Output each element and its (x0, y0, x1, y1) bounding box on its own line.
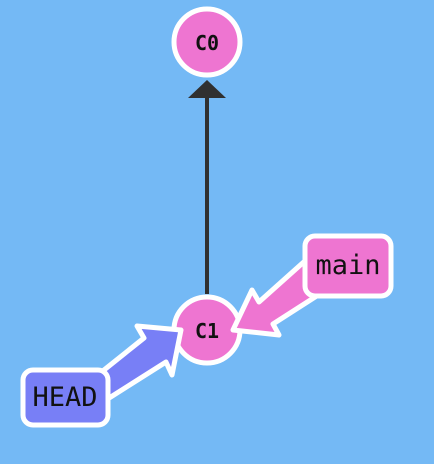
edge-c1-to-c0 (188, 80, 226, 294)
branch-main-ref[interactable]: main (230, 233, 394, 338)
head-arrow (91, 323, 184, 403)
head-label: HEAD (32, 382, 97, 413)
commit-node-c1[interactable]: C1 (171, 294, 243, 366)
commit-c1-label: C1 (195, 319, 219, 343)
commit-c0-circle (171, 6, 243, 78)
commit-c0-label: C0 (195, 31, 219, 55)
branch-main-label: main (315, 250, 380, 281)
head-box (20, 367, 111, 428)
branch-main-box (302, 233, 394, 299)
head-ref[interactable]: HEAD (20, 323, 184, 428)
commit-node-c0[interactable]: C0 (171, 6, 243, 78)
edge-arrowhead (188, 80, 226, 98)
